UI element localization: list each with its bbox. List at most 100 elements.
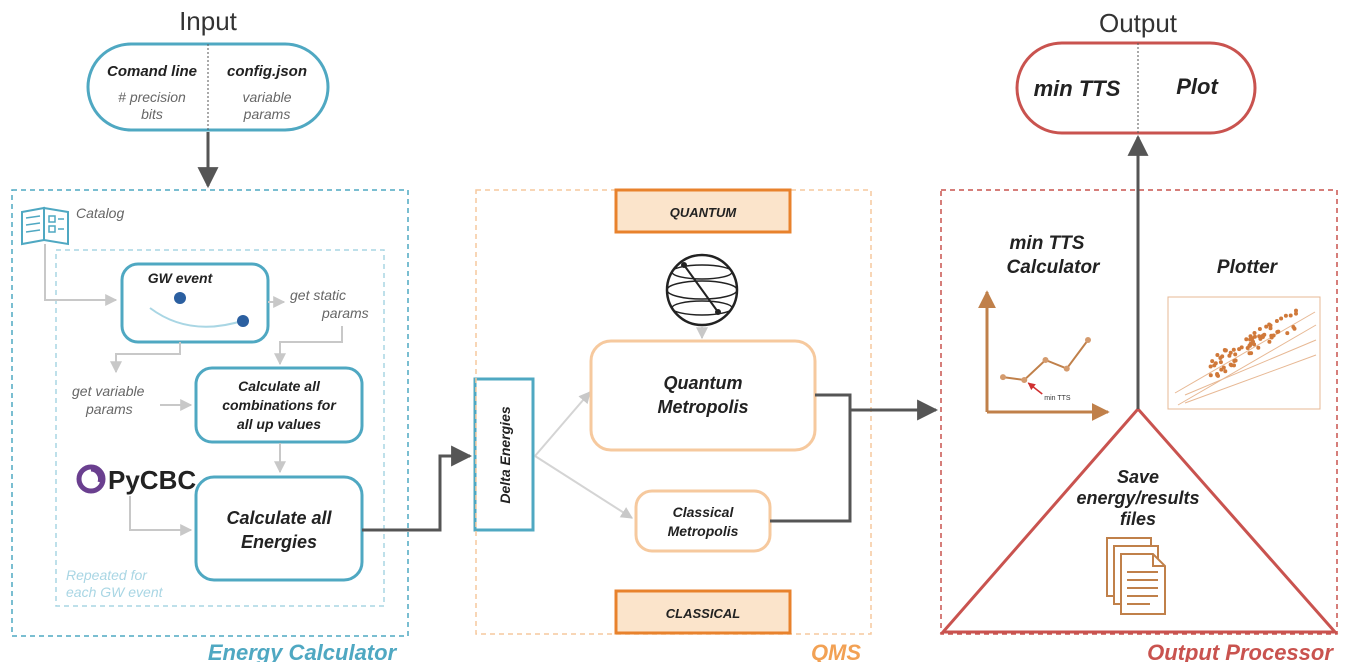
quantum-metropolis-label-2: Metropolis — [657, 397, 748, 417]
plotter-scatter-point — [1218, 360, 1223, 365]
output-mintts: min TTS — [1034, 76, 1121, 101]
plotter-thumbnail — [1167, 296, 1321, 410]
plotter-scatter-point — [1256, 345, 1261, 350]
energy-calculator-label: Energy Calculator — [208, 640, 398, 662]
plotter-scatter-point — [1260, 335, 1265, 339]
classical-banner-label: CLASSICAL — [666, 606, 740, 621]
plotter-scatter-point — [1294, 308, 1298, 313]
quantum-to-processor-line — [815, 393, 852, 412]
quantum-metropolis-box — [589, 339, 817, 452]
output-processor-label: Output Processor — [1147, 640, 1334, 662]
plotter-scatter-point — [1232, 363, 1236, 368]
calculate-energies-label-1: Calculate all — [226, 508, 332, 528]
plotter-scatter-point — [1244, 337, 1249, 342]
output-plot: Plot — [1176, 74, 1219, 99]
plotter-scatter-point — [1271, 333, 1276, 338]
repeated-label-1: Repeated for — [66, 567, 148, 583]
output-title: Output — [1099, 8, 1178, 38]
plotter-scatter-point — [1252, 331, 1257, 335]
gw-to-variable-arrow — [110, 342, 181, 374]
get-variable-label-2: params — [85, 401, 133, 417]
plotter-scatter-point — [1222, 348, 1227, 352]
catalog-label: Catalog — [76, 205, 124, 221]
classical-banner — [614, 589, 792, 635]
plotter-scatter-point — [1283, 313, 1288, 318]
plotter-scatter-point — [1227, 353, 1232, 358]
delta-to-classical-arrow — [534, 455, 634, 519]
plotter-scatter-point — [1215, 353, 1220, 357]
combinations-label-2: combinations for — [222, 397, 337, 413]
plotter-scatter-point — [1219, 367, 1224, 372]
bloch-sphere-icon — [665, 253, 739, 327]
mintts-calculator-label-1: min TTS — [1010, 233, 1085, 254]
input-commandline-sub-1: # precision — [118, 89, 186, 105]
qms-label: QMS — [811, 640, 861, 662]
plotter-scatter-point — [1294, 311, 1298, 316]
save-files-label-1: Save — [1117, 467, 1159, 487]
classical-metropolis-label-2: Metropolis — [668, 523, 739, 539]
plotter-scatter-point — [1251, 339, 1255, 344]
plotter-scatter-point — [1216, 373, 1220, 378]
plotter-scatter-point — [1248, 334, 1253, 339]
get-variable-label-1: get variable — [72, 383, 145, 399]
input-config-header: config.json — [227, 63, 307, 80]
energy-calculator-box — [11, 189, 409, 637]
combinations-label-1: Calculate all — [238, 378, 321, 394]
save-files-label-3: files — [1120, 509, 1156, 529]
input-title: Input — [179, 6, 238, 36]
pycbc-label: PyCBC — [108, 465, 196, 495]
plotter-scatter-point — [1233, 352, 1238, 357]
input-commandline-header: Comand line — [107, 63, 197, 80]
plotter-scatter-point — [1288, 313, 1293, 318]
classical-metropolis-label-1: Classical — [673, 504, 735, 520]
pycbc-logo-icon — [76, 464, 106, 494]
gw-event-label: GW event — [148, 270, 214, 286]
energies-to-delta-arrow — [362, 445, 473, 532]
classical-to-processor-line — [770, 410, 852, 523]
catalog-to-gw-arrow — [44, 244, 118, 306]
mini-chart-min-arrow — [1027, 382, 1043, 395]
output-processor-triangle — [939, 406, 1339, 634]
delta-energies-label: Delta Energies — [497, 406, 513, 503]
plotter-scatter-point — [1237, 347, 1242, 352]
input-config-sub-2: params — [243, 106, 291, 122]
plotter-scatter-point — [1264, 324, 1269, 329]
combinations-label-3: all up values — [237, 416, 321, 432]
plotter-label: Plotter — [1217, 257, 1279, 278]
plotter-scatter-point — [1213, 361, 1218, 366]
input-config-sub-1: variable — [242, 89, 291, 105]
plotter-scatter-point — [1267, 339, 1272, 344]
plotter-scatter-point — [1275, 330, 1280, 334]
binary-orbit-icon — [149, 292, 249, 328]
mini-chart-point — [1085, 337, 1091, 343]
calculate-energies-label-2: Energies — [241, 532, 317, 552]
plotter-scatter-point — [1220, 354, 1225, 359]
plotter-scatter-point — [1279, 316, 1284, 321]
plotter-scatter-point — [1274, 319, 1279, 323]
plotter-scatter-point — [1257, 327, 1262, 331]
mintts-calculator-label-2: Calculator — [1007, 257, 1102, 278]
static-to-combos-arrow — [274, 326, 343, 366]
quantum-banner — [614, 188, 792, 234]
plotter-scatter-point — [1228, 362, 1233, 367]
documents-icon — [1106, 537, 1166, 615]
mini-chart-min-label: min TTS — [1044, 395, 1071, 402]
delta-energies-box — [473, 377, 535, 532]
plotter-scatter-point — [1232, 359, 1237, 363]
mini-chart-point — [1063, 365, 1070, 372]
plotter-scatter-point — [1208, 373, 1213, 378]
catalog-book-icon — [21, 206, 69, 246]
input-commandline-sub-2: bits — [141, 106, 163, 122]
delta-to-quantum-arrow — [534, 391, 591, 457]
repeated-box — [55, 249, 385, 607]
plotter-scatter-point — [1285, 331, 1290, 336]
classical-metropolis-box — [634, 489, 772, 553]
plotter-scatter-point — [1249, 351, 1254, 356]
quantum-metropolis-label-1: Quantum — [664, 373, 743, 393]
output-pill — [1015, 41, 1257, 135]
get-static-label-1: get static — [290, 287, 346, 303]
quantum-banner-label: QUANTUM — [670, 205, 738, 220]
plotter-scatter-point — [1257, 334, 1262, 339]
mini-chart-point — [1042, 357, 1049, 363]
